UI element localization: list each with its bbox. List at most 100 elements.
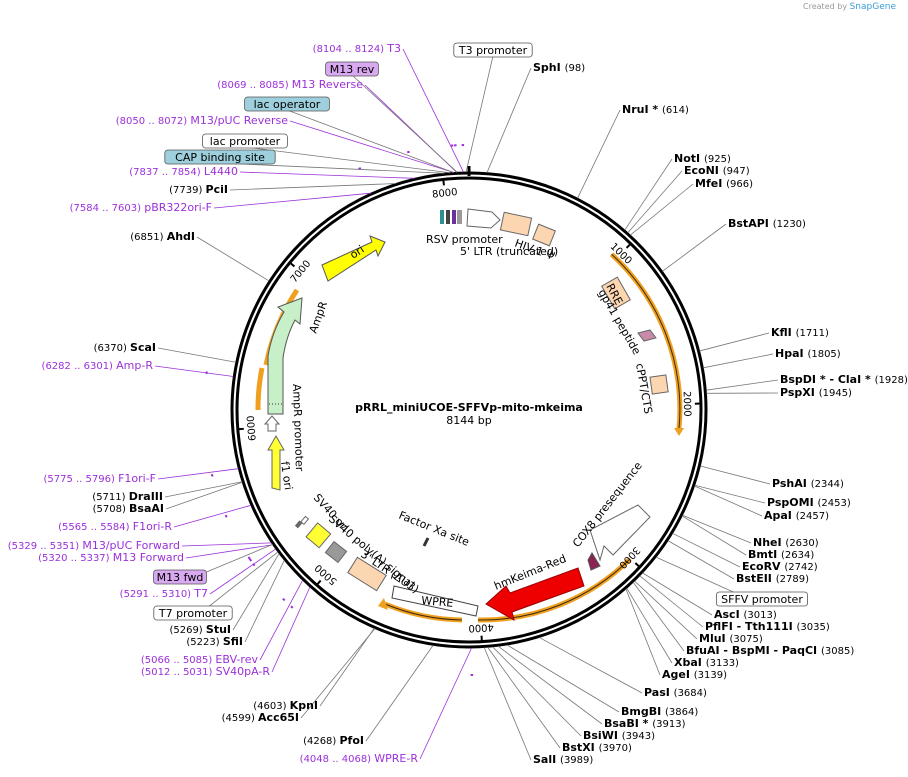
feature-ampr-promoter-arrow [263,415,281,432]
enzyme-label: SphI (98) [533,61,585,74]
primer-leader-line [259,580,304,661]
primer-leader-line [419,647,472,760]
primer-label: (5775 .. 5796) F1ori-F [43,472,156,485]
enzyme-label: PflFI - Tth111I (3035) [705,620,830,633]
enzyme-leader-line [630,183,694,236]
enzyme-label: BspDI * - ClaI * (1928) [780,373,908,386]
enzyme-name: AgeI [662,668,694,681]
enzyme-position: (98) [565,63,586,74]
enzyme-name: XbaI [674,656,706,669]
enzyme-position: (2453) [818,498,851,509]
primer-leader-line [154,365,234,377]
bp-tick-label: 7000 [289,259,314,286]
primer-label: (8050 .. 8072) M13/pUC Reverse [116,114,288,127]
primer-name: EBV-rev [215,653,258,666]
primer-label: (5291 .. 5310) T7 [120,587,208,600]
feature-hmkeima-arrow [485,567,585,622]
enzyme-position: (2742) [784,562,817,573]
label-5ltr: 5' LTR (truncated) [460,245,558,258]
bp-tick-label: 8000 [432,187,459,201]
enzyme-leader-line [497,645,603,725]
enzyme-label: MfeI (966) [695,177,753,190]
enzyme-label: (4599) Acc65I [222,711,299,724]
bp-tick-label: 6000 [246,415,259,441]
enzyme-leader-line [703,353,774,369]
plasmid-size: 8144 bp [446,414,491,427]
enzyme-position: (1945) [819,388,852,399]
enzyme-label: EcoRV (2742) [742,560,818,573]
feature-box [153,605,233,621]
primer-mark [282,597,286,602]
enzyme-position: (4603) [253,701,289,712]
enzyme-label: (5269) StuI [169,623,231,636]
enzyme-leader-line [232,553,280,631]
enzyme-position: (5708) [93,504,129,515]
primer-label: (5329 .. 5351) M13/pUC Forward [8,539,180,552]
feature-sv40-ori-box [305,522,332,549]
enzyme-name: KflI [771,326,796,339]
primer-label: (5565 .. 5584) F1ori-R [58,520,172,533]
enzyme-name: PspXI [780,386,819,399]
primer-name: F1ori-F [118,472,156,485]
feature-3ltr-box [347,556,387,592]
enzyme-name: BstXI [562,741,599,754]
feature-box-label: CAP binding site [175,151,265,164]
enzyme-label: AscI (3013) [714,608,777,621]
enzyme-name: MluI [699,632,729,645]
site-labels: SphI (98)NruI * (614)NotI (925)EcoNI (94… [8,42,908,766]
enzyme-label: BmtI (2634) [748,548,814,561]
enzyme-leader-line [483,647,532,761]
primer-range: (5066 .. 5085) [141,655,216,666]
enzyme-leader-line [486,67,532,173]
enzyme-name: HpaI [775,347,807,360]
enzyme-label: ApaI (2457) [764,509,829,522]
enzyme-name: StuI [206,623,231,636]
enzyme-position: (947) [723,166,750,177]
enzyme-position: (1230) [773,219,806,230]
enzyme-leader-line [577,109,621,199]
enzyme-name: BmtI [748,548,781,561]
enzyme-name: PciI [206,183,228,196]
primer-leader-line [289,120,454,173]
primer-leader-line [181,542,272,547]
enzyme-leader-line [625,588,661,676]
snapgene-logo: SnapGene [849,2,896,12]
feature-hiv-psi-box [532,223,556,247]
bp-tick-label: 5000 [313,562,339,587]
enzyme-label: PspOMI (2453) [767,496,851,509]
primer-label: (7837 .. 7854) L4440 [129,165,238,178]
primer-leader-line [402,48,464,173]
enzyme-position: (4268) [303,736,339,747]
primer-leader-line [209,548,276,595]
primer-range: (7584 .. 7603) [70,203,145,214]
primer-mark [224,514,228,518]
enzyme-label: NotI (925) [674,152,731,165]
feature-leader-line [244,146,450,174]
enzyme-position: (6851) [130,232,166,243]
label-ampr-promoter: AmpR promoter [290,384,306,472]
enzyme-leader-line [627,170,683,234]
enzyme-leader-line [487,647,561,749]
enzyme-label: PshAI (2344) [772,477,844,490]
primer-name: SV40pA-R [216,665,271,678]
feature-box [325,61,379,77]
enzyme-label: EcoNI (947) [684,164,750,177]
primer-leader-line [213,192,371,209]
bp-tick-mark [315,579,322,586]
primer-range: (5012 .. 5031) [141,667,216,678]
feature-f1ori-arrow [267,434,285,491]
enzyme-position: (3943) [622,731,655,742]
enzyme-leader-line [682,514,752,544]
label-factor-xa: Factor Xa site [397,509,471,549]
enzyme-label: SalI (3989) [533,753,593,766]
insert-segment-arc-core [477,558,631,621]
enzyme-label: BstEII (2789) [736,572,809,585]
enzyme-leader-line [300,628,376,719]
enzyme-leader-line [639,575,704,628]
primer-name: T7 [193,587,208,600]
primer-range: (5775 .. 5796) [43,474,118,485]
enzyme-name: SfiI [223,635,243,648]
enzyme-name: PfoI [340,734,365,747]
enzyme-label: PspXI (1945) [780,386,852,399]
enzyme-position: (4599) [222,713,258,724]
